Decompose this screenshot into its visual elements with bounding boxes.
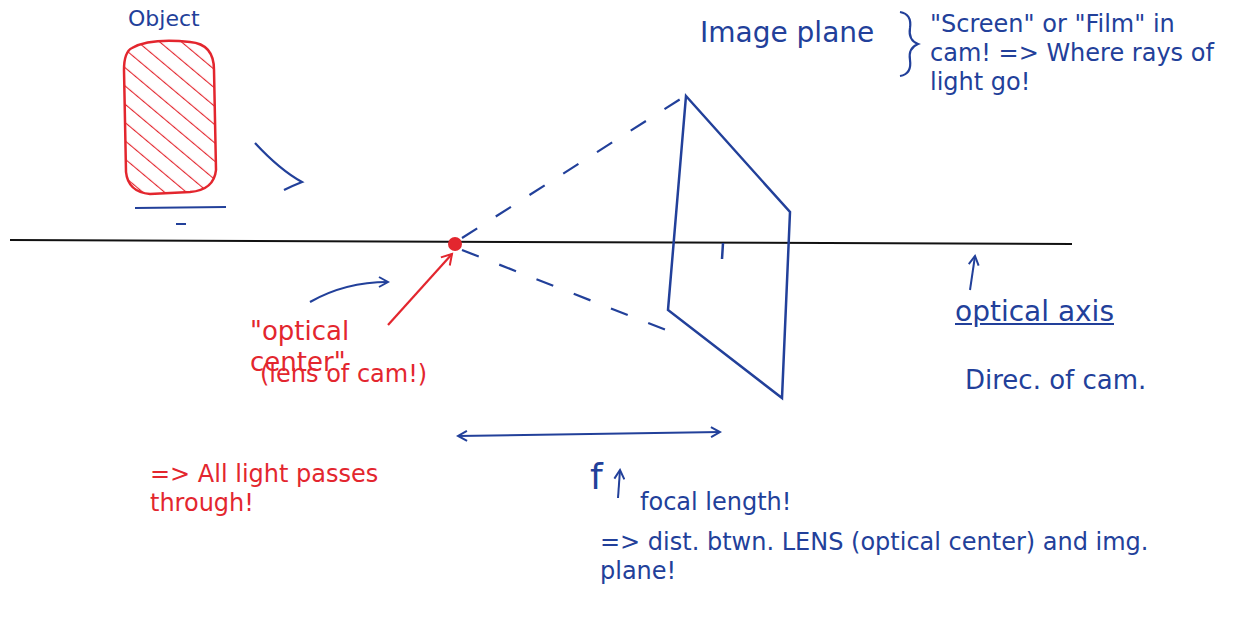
- leader-arrow: [970, 256, 975, 290]
- focal-length-arrow: [458, 432, 720, 436]
- optical-center-note: => All light passes through!: [150, 460, 410, 518]
- focal-length-label: focal length!: [640, 488, 791, 517]
- image-plane-note: "Screen" or "Film" in cam! => Where rays…: [930, 10, 1230, 96]
- image-plane-label: Image plane: [700, 16, 874, 50]
- image-plane: [668, 96, 790, 398]
- optical-center-dot: [448, 237, 462, 251]
- object-tick: [176, 223, 186, 225]
- leader-arrow: [388, 254, 452, 325]
- optical-axis: [10, 240, 1072, 244]
- optical-center-note: (lens of cam!): [260, 360, 427, 389]
- object-label: Object: [128, 6, 200, 32]
- projection-ray: [462, 98, 682, 238]
- image-center-tick: [722, 243, 723, 259]
- focal-symbol: f: [590, 455, 603, 498]
- object-underline: [135, 207, 226, 208]
- light-ray-arrow: [310, 282, 388, 302]
- focal-length-note: => dist. btwn. LENS (optical center) and…: [600, 528, 1220, 586]
- optical-axis-note: Direc. of cam.: [965, 365, 1146, 396]
- object-shape: [124, 41, 216, 194]
- optical-axis-label: optical axis: [955, 295, 1114, 329]
- projection-ray: [462, 250, 666, 330]
- brace: [900, 12, 918, 76]
- light-ray-arrow: [255, 143, 302, 190]
- leader-arrow: [618, 470, 620, 498]
